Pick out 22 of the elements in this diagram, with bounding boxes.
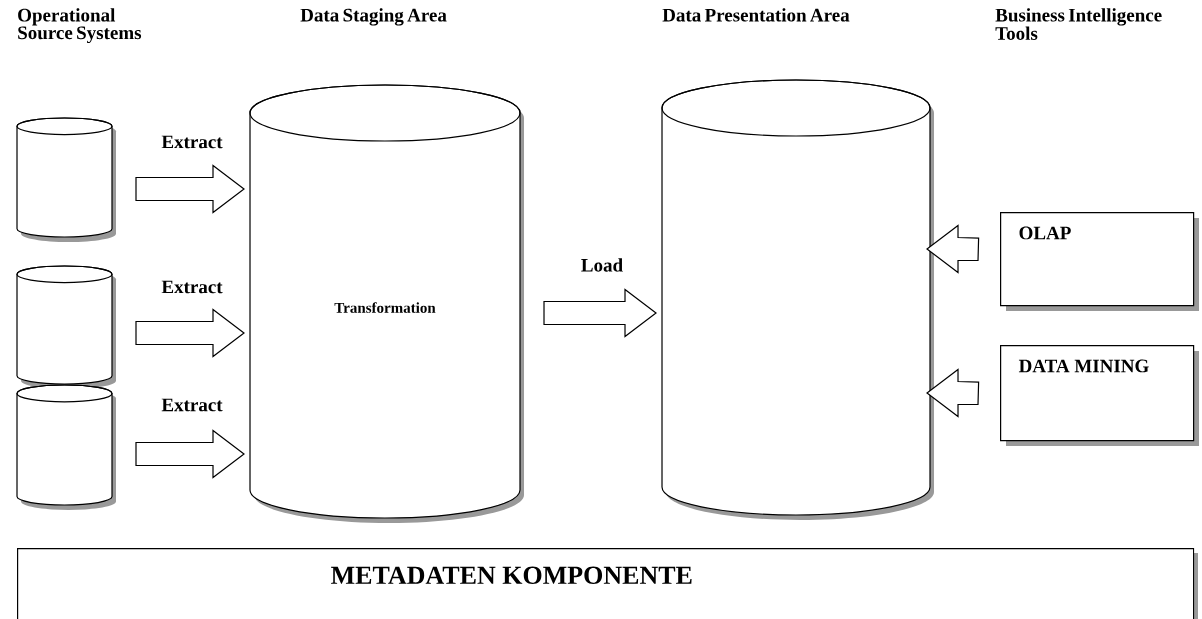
edge-label: Extract bbox=[160, 279, 224, 295]
block-arrow bbox=[926, 368, 980, 418]
block-arrow bbox=[926, 224, 980, 274]
column-heading: Data Staging Area bbox=[300, 8, 447, 26]
process-box: OLAP bbox=[1000, 212, 1199, 311]
cylinder: Transformation bbox=[249, 84, 524, 523]
block-arrow bbox=[543, 288, 657, 338]
column-heading: Business Intelligence Tools bbox=[995, 8, 1162, 40]
cylinder bbox=[16, 384, 116, 510]
edge-label: Extract bbox=[160, 134, 224, 150]
block-arrow bbox=[135, 164, 245, 214]
process-box: DATA MINING bbox=[1000, 345, 1199, 446]
block-arrow bbox=[135, 308, 245, 358]
edge-label: Extract bbox=[160, 397, 224, 413]
block-arrow bbox=[135, 429, 245, 479]
component-box: METADATEN KOMPONENTE bbox=[17, 548, 1198, 619]
column-heading: Operational Source Systems bbox=[18, 8, 142, 44]
cylinder bbox=[16, 117, 116, 242]
edge-label: Load bbox=[579, 257, 625, 273]
cylinder bbox=[16, 265, 116, 389]
cylinder bbox=[661, 79, 934, 520]
column-heading: Data Presentation Area bbox=[662, 8, 850, 22]
